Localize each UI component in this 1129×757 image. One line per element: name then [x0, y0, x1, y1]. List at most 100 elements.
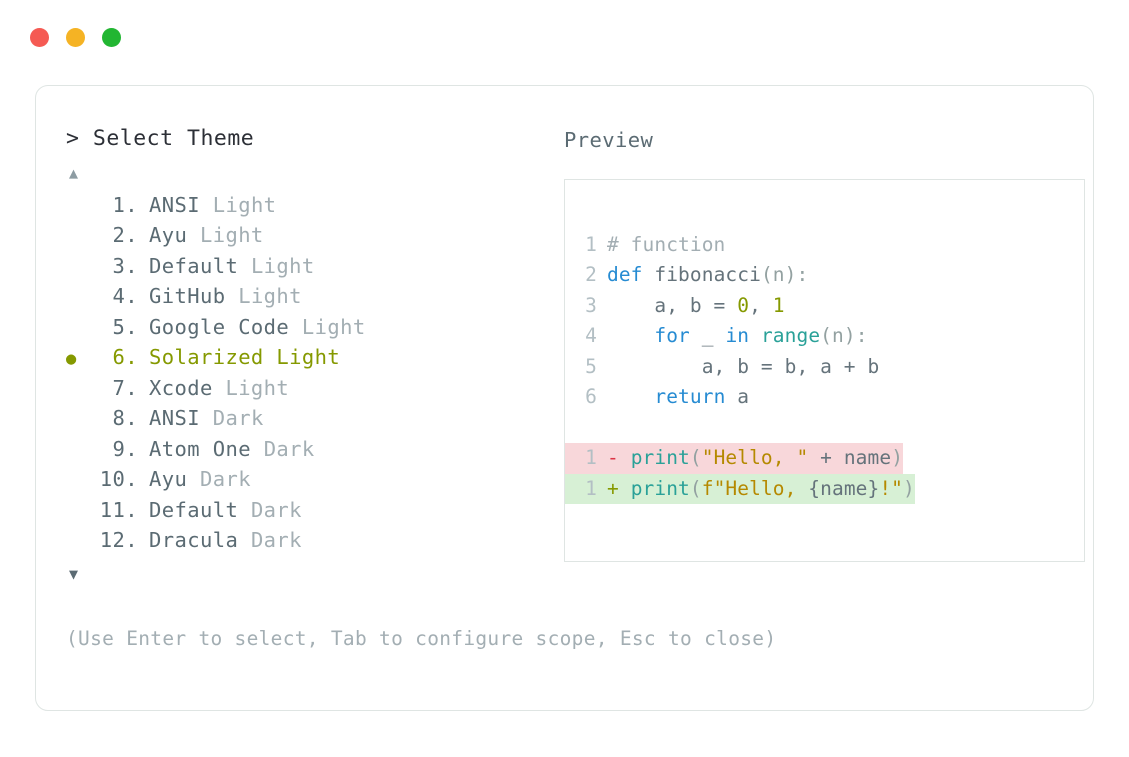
code-token-comment: # function	[607, 232, 726, 256]
theme-item-variant: Dark	[250, 528, 302, 553]
theme-item-number: 4.	[112, 284, 138, 309]
code-line-number: 6	[585, 385, 597, 409]
code-line-text: a, b = 0, 1	[607, 291, 785, 322]
code-line-text: return a	[607, 382, 749, 413]
code-token-keyword: return	[654, 385, 726, 409]
code-token-plain: ,	[749, 293, 773, 317]
code-token-num: 0	[737, 293, 750, 317]
code-token-keyword: in	[725, 324, 750, 348]
theme-list-item[interactable]: 5.Google Code Light	[66, 315, 536, 346]
code-token-keyword: for	[654, 324, 690, 348]
theme-item-number: 6.	[112, 345, 138, 370]
code-line-number: 3	[585, 293, 597, 317]
theme-item-name: ANSI	[149, 192, 213, 217]
theme-item-name: Dracula	[149, 528, 251, 553]
theme-item-name: Ayu	[149, 223, 200, 248]
theme-list-item[interactable]: 11.Default Dark	[66, 498, 536, 529]
scroll-up-icon[interactable]: ▲	[69, 163, 79, 182]
theme-list-item[interactable]: 9. Atom One Dark	[66, 437, 536, 468]
theme-list-item[interactable]: 2. Ayu Light	[66, 223, 536, 254]
theme-item-name: Default	[149, 253, 251, 278]
theme-list-item[interactable]: 12. Dracula Dark	[66, 528, 536, 559]
code-token-punct: )	[903, 476, 915, 500]
code-line-number: 1	[585, 232, 597, 256]
code-line: 3 a, b = 0, 1	[565, 291, 1084, 322]
theme-list-item[interactable]: 3. Default Light	[66, 254, 536, 285]
theme-item-number: 1.	[112, 192, 138, 217]
page-title: > Select Theme	[66, 126, 255, 151]
diff-line-added: 1+ print(f"Hello, {name}!")	[565, 473, 1084, 505]
theme-item-name: Solarized	[149, 345, 277, 370]
theme-item-variant: Dark	[263, 436, 315, 461]
theme-item-number: 8.	[112, 406, 138, 431]
theme-item-name: GitHub	[149, 284, 239, 309]
theme-list-item[interactable]: 1. ANSI Light	[66, 193, 536, 224]
code-token-num: 1	[772, 293, 785, 317]
code-line-text: def fibonacci(n):	[607, 260, 808, 291]
diff-marker-minus: -	[607, 446, 619, 470]
theme-item-name: Ayu	[149, 467, 200, 492]
code-token-plain: + name	[808, 446, 892, 470]
theme-item-number: 2.	[112, 223, 138, 248]
code-line: 6 return a	[565, 382, 1084, 413]
code-token-punct: (	[689, 476, 702, 500]
code-token-plain: {name}	[808, 476, 880, 500]
code-token-plain	[619, 446, 631, 469]
code-token-plain: _	[689, 324, 726, 348]
theme-item-name: ANSI	[149, 406, 213, 431]
theme-list-item[interactable]: 8. ANSI Dark	[66, 406, 536, 437]
theme-item-variant: Light	[276, 345, 341, 370]
theme-selector-panel: > Select Theme ▲ 1. ANSI Light 2. Ayu Light…	[66, 126, 536, 585]
code-token-plain: a	[725, 385, 750, 409]
theme-item-variant: Light	[199, 223, 264, 248]
diff-line-number: 1	[565, 443, 607, 474]
maximize-button-icon[interactable]	[102, 28, 121, 47]
minimize-button-icon[interactable]	[66, 28, 85, 47]
theme-list-item[interactable]: 10.Ayu Dark	[66, 467, 536, 498]
scroll-down-icon[interactable]: ▼	[69, 564, 79, 583]
theme-item-variant: Dark	[212, 406, 264, 431]
code-token-func: range	[760, 324, 821, 348]
theme-list-item[interactable]: 7.Xcode Light	[66, 376, 536, 407]
code-line: 1 # function	[565, 230, 1084, 261]
theme-item-number: 9.	[112, 436, 138, 461]
theme-item-number: 3.	[112, 253, 138, 278]
code-token-plain: a, b = b, a + b	[607, 354, 880, 378]
code-line-number: 2	[585, 263, 597, 287]
code-line-text: for _ in range(n):	[607, 321, 868, 352]
theme-item-number: 7.	[112, 375, 138, 400]
code-token-string: f"Hello,	[701, 476, 809, 500]
window-traffic-lights	[30, 28, 121, 47]
selected-bullet-icon: ●	[66, 349, 77, 370]
code-line: 4 for _ in range(n):	[565, 321, 1084, 352]
diff-line-removed: 1- print("Hello, " + name)	[565, 443, 1084, 474]
code-token-plain: a, b =	[607, 293, 738, 317]
diff-line-number: 1	[565, 473, 607, 505]
theme-item-variant: Light	[225, 375, 290, 400]
code-line-text: # function	[607, 230, 725, 261]
theme-item-number: 5.	[112, 314, 138, 339]
diff-line-text: + print(f"Hello, {name}!")	[607, 473, 915, 505]
theme-item-variant: Light	[212, 192, 277, 217]
theme-item-number: 12.	[99, 528, 138, 553]
theme-list-item[interactable]: ● 6. Solarized Light	[66, 345, 536, 376]
theme-list-item[interactable]: 4. GitHub Light	[66, 284, 536, 315]
close-button-icon[interactable]	[30, 28, 49, 47]
keyboard-hint: (Use Enter to select, Tab to configure s…	[66, 627, 777, 650]
code-token-punct: (n):	[760, 263, 809, 287]
theme-item-number: 10.	[99, 467, 138, 492]
code-token-func: print	[630, 446, 690, 470]
code-token-punct: (n):	[820, 324, 868, 348]
code-token-string: !"	[879, 476, 904, 500]
diff-preview: 1- print("Hello, " + name)1+ print(f"Hel…	[565, 443, 1084, 505]
theme-item-variant: Light	[250, 253, 315, 278]
code-line-number: 4	[585, 324, 597, 348]
code-line-number: 5	[585, 354, 597, 378]
theme-item-variant: Light	[238, 284, 302, 309]
code-line: 5 a, b = b, a + b	[565, 352, 1084, 383]
diff-line-text: - print("Hello, " + name)	[607, 443, 904, 474]
theme-item-name: Atom One	[149, 436, 264, 461]
